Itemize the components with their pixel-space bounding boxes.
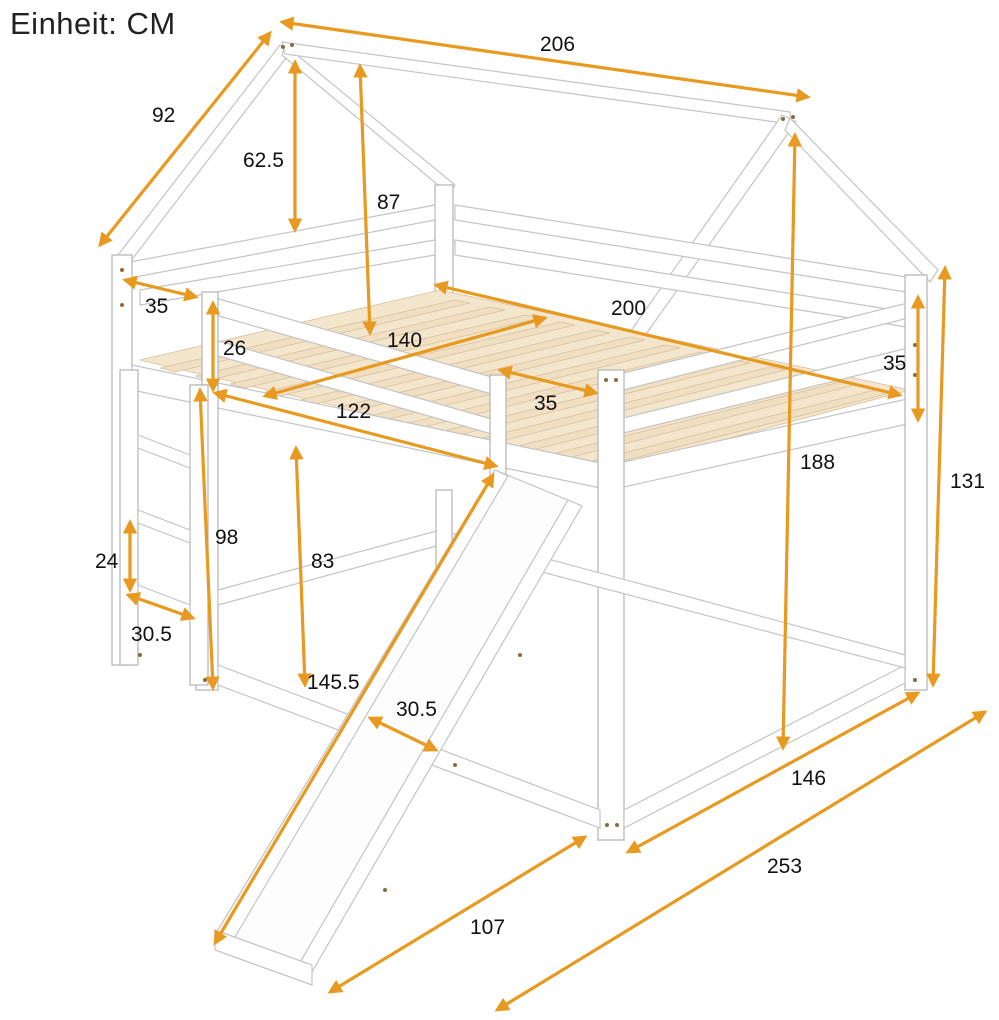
arrow-mattress-length (433, 280, 903, 400)
arrow-guard-gap-left (122, 275, 199, 302)
front-guard-post-left (201, 291, 219, 393)
label-front-rail-length: 122 (336, 400, 371, 423)
label-guard-height-right: 35 (883, 352, 906, 375)
roof-back-post (434, 184, 454, 296)
label-top-rail-height: 87 (377, 191, 400, 214)
arrow-roof-depth (98, 30, 272, 248)
label-opening-width: 35 (534, 392, 557, 415)
bottom-right-rail (623, 664, 906, 829)
label-guard-gap-left: 35 (145, 295, 168, 318)
dimension-arrows (98, 16, 988, 1012)
arrow-opening-width (497, 365, 599, 398)
arrow-overall-height (926, 265, 952, 688)
label-bed-width: 146 (791, 767, 826, 790)
label-ladder-height: 98 (215, 526, 238, 549)
label-guard-height: 26 (223, 337, 246, 360)
label-total-length: 253 (767, 855, 802, 878)
arrow-slide-total-height (213, 472, 495, 946)
label-roof-height: 62.5 (243, 149, 284, 172)
label-step-spacing: 24 (95, 550, 119, 573)
label-slide-total-height: 145.5 (307, 671, 360, 694)
front-guard-post-right (489, 374, 507, 476)
label-under-clearance: 83 (311, 550, 334, 573)
arrow-bed-width (625, 691, 921, 854)
label-roof-depth: 92 (152, 104, 175, 127)
arrow-total-height-front (776, 132, 802, 751)
arrow-top-rail-height (353, 63, 377, 336)
label-slide-width: 30.5 (396, 698, 437, 721)
arrow-front-rail-length (212, 388, 499, 471)
roof-front-right (784, 116, 939, 283)
label-roof-length: 206 (540, 33, 575, 56)
label-slide-length: 107 (470, 916, 505, 939)
bed-frame (111, 41, 939, 986)
label-overall-height: 131 (950, 470, 985, 493)
arrow-ladder-height (193, 387, 220, 691)
front-right-post (597, 369, 625, 841)
label-mattress-width: 140 (387, 329, 422, 352)
dimension-labels: 206 92 62.5 87 35 26 140 200 35 35 122 1… (95, 33, 985, 939)
label-ladder-width: 30.5 (131, 623, 172, 646)
label-total-height-front: 188 (800, 451, 835, 474)
right-back-post (904, 274, 928, 691)
arrow-ladder-width (125, 592, 196, 621)
arrow-roof-length (279, 16, 811, 103)
label-mattress-length: 200 (611, 297, 646, 320)
